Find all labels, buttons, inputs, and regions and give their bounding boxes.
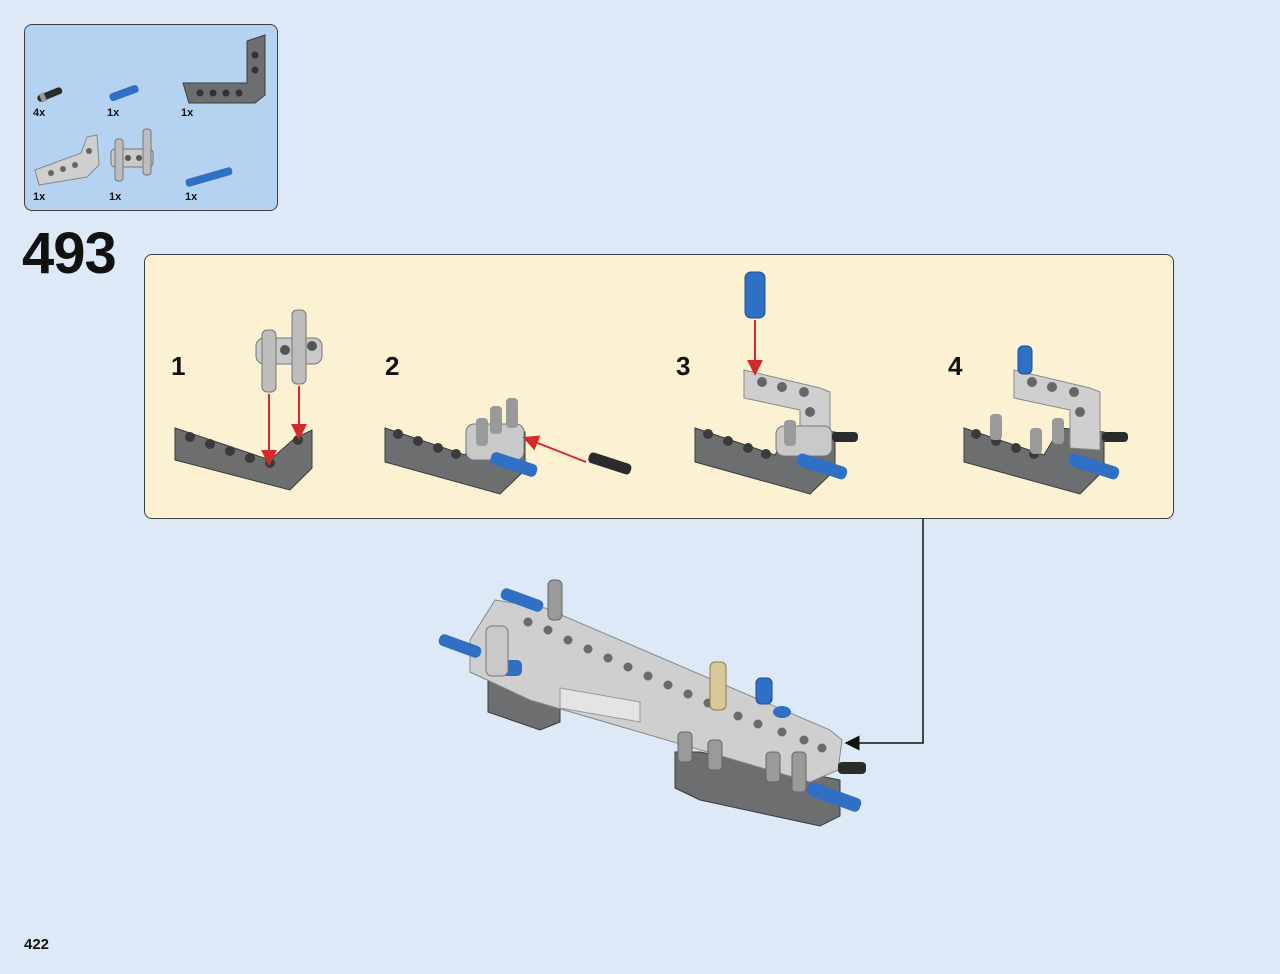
- black-friction-pin-icon: [37, 87, 63, 103]
- substep-3-model: [694, 271, 858, 495]
- parts-list-box: 4x 1x 1x 1x 1x 1x: [24, 24, 278, 211]
- parts-qty-5: 1x: [109, 191, 122, 203]
- step-number: 493: [22, 221, 117, 286]
- connector-arrow: [844, 519, 924, 751]
- parts-qty-3: 1x: [181, 107, 194, 119]
- substep-label-2: 2: [385, 351, 400, 381]
- parts-illustration: [34, 34, 266, 187]
- parts-qty-2: 1x: [107, 107, 120, 119]
- substep-2-model: [384, 398, 632, 495]
- substep-label-1: 1: [171, 351, 186, 381]
- parts-qty-6: 1x: [185, 191, 198, 203]
- substep-label-4: 4: [948, 351, 963, 381]
- parts-qty-4: 1x: [33, 191, 46, 203]
- double-cross-block-icon: [110, 128, 154, 182]
- blue-long-axle-pin-icon: [185, 167, 233, 187]
- grey-l-beam-icon: [182, 34, 266, 104]
- red-arrow-2: [522, 435, 587, 463]
- parts-qty-1: 4x: [33, 107, 46, 119]
- page-number: 422: [24, 936, 50, 953]
- light-grey-angled-beam-icon: [34, 134, 100, 186]
- substep-label-3: 3: [676, 351, 691, 381]
- substep-1-model: [174, 309, 323, 491]
- main-assembly-model: [438, 579, 866, 827]
- substep-4-model: [963, 345, 1128, 495]
- blue-axle-pin-icon: [109, 84, 139, 102]
- substep-panel: 1 2 3 4: [144, 254, 1174, 519]
